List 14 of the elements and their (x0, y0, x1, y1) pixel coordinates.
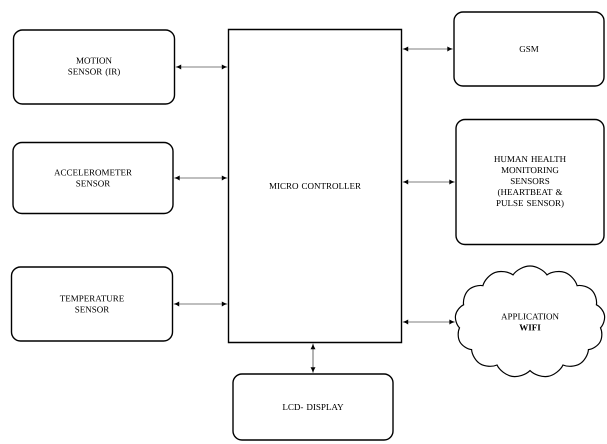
arrow (310, 344, 316, 372)
arrow (403, 320, 455, 324)
sensor-box: MOTION SENSOR (IR) (12, 29, 176, 105)
module-box: LCD- DISPLAY (232, 373, 394, 441)
arrow (403, 46, 452, 52)
sensor-box: ACCELEROMETER SENSOR (12, 142, 174, 214)
controller-box: MICRO CONTROLLER (228, 28, 402, 344)
arrow (174, 302, 227, 306)
sensor-box: TEMPERATURE SENSOR (10, 266, 174, 342)
arrow (174, 176, 227, 180)
arrow (176, 64, 227, 70)
module-box: HUMAN HEALTH MONITORING SENSORS (HEARTBEAT & PULSE SENSOR) (455, 118, 605, 246)
module-box: GSM (453, 11, 605, 87)
arrow (403, 180, 454, 184)
